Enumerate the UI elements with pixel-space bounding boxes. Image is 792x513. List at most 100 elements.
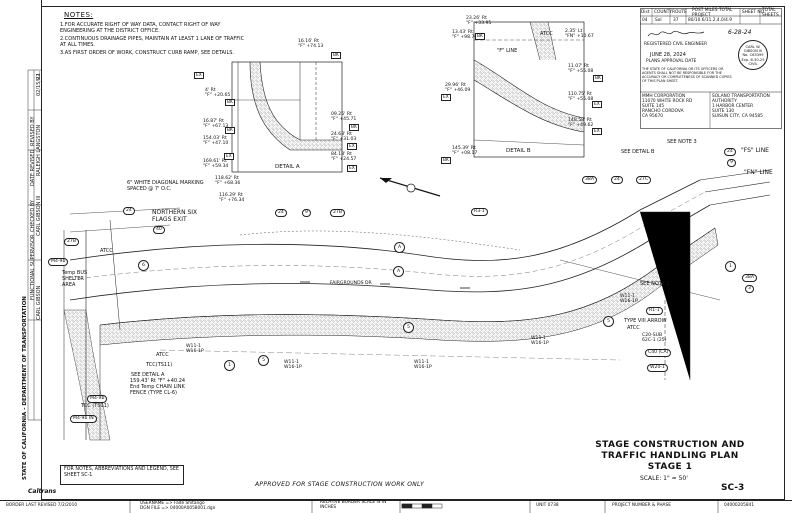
w11-1-sign: W11-1 W16-1P (284, 360, 302, 371)
engineer-signature (647, 30, 705, 37)
station-callout: 24.63' Rt "F" +31.03 (331, 132, 357, 143)
col-county: COUNTY (654, 10, 672, 15)
firm-2-line: SOLANO TRANSPORTATION (712, 94, 770, 99)
item-38a-tag: 38A (742, 274, 757, 282)
item-9-tag: 9 (302, 209, 311, 217)
w11-1-sign: W11-1 W16-1P (186, 344, 204, 355)
station-callout: 13.43' Rt "F" +98.70 (452, 30, 478, 41)
item-9-tag: 9 (727, 159, 736, 167)
col-route: ROUTE (672, 10, 687, 15)
scale-label: SCALE: 1" = 50' (640, 475, 688, 482)
fairgrounds-label: FAIRGROUNDS DR (330, 281, 372, 286)
station-callout: 23.26' Rt "F" +33.95 (466, 16, 492, 27)
bottom-strip: BORDER LAST REVISED 7/2/2010 USERNAME =>… (0, 500, 792, 513)
item-27c-tag: 27C (636, 176, 652, 184)
bk-tag: BK (331, 52, 341, 59)
bk-tag: BK (225, 99, 235, 106)
dgn-file: DGN FILE => 04000A0058001.dgn (140, 506, 216, 511)
bk-tag: BK (349, 124, 359, 131)
note-3: 3.AS FIRST ORDER OF WORK, CONSTRUCT CURB… (60, 50, 234, 56)
seal-line: CIVIL (748, 61, 758, 66)
ex-tag: EX (592, 101, 602, 108)
bottom-strip-grid (129, 501, 719, 513)
station-callout: 169.61' Rt "F" +59.34 (203, 159, 229, 170)
detail-a-marker: A (394, 242, 405, 253)
bk-tag: BK (441, 157, 451, 164)
station-callout: 116.29' Rt "F" +76.34 (219, 193, 245, 204)
title-block: Dist COUNTY ROUTE POST MILES TOTAL PROJE… (640, 8, 782, 158)
detail-a-inset (231, 61, 343, 173)
engineer-signature-date: 6-28-24 (728, 29, 752, 36)
type-viii-arrow-label: TYPE VIII ARROW (624, 318, 667, 324)
item-1-marker: 1 (725, 261, 736, 272)
item-24-tag: 24 (275, 209, 287, 217)
ex-tag: EX (347, 165, 357, 172)
project-number: 04000205841 (724, 503, 755, 508)
northern-six-label: NORTHERN SIX (152, 209, 198, 216)
ex-tag: EX (224, 153, 234, 160)
station-callout: 4' Rt "F" +20.65 (205, 88, 231, 99)
flags-exit-label: FLAGS EXIT (152, 216, 187, 223)
station-callout: 148.58' Rt "F" +49.62 (568, 118, 594, 129)
val-dist: 04 (642, 18, 648, 23)
bk-tag: BK (475, 33, 485, 40)
note-1: 1.FOR ACCURATE RIGHT OF WAY DATA, CONTAC… (60, 22, 221, 34)
firm-1-line: RANCHO CORDOVA (642, 109, 684, 114)
w11-1-sign: W11-1 W16-1P (414, 360, 432, 371)
station-callout: 84.18' Rt "F" +24.57 (331, 152, 357, 163)
bk-tag: BK (593, 75, 603, 82)
station-callout: 110.75' Rt "F" +55.08 (568, 92, 594, 103)
detail-a-marker: A (393, 266, 404, 277)
item-24-tag: 24 (123, 207, 135, 215)
item-27b-tag: 27B (64, 238, 79, 246)
item-5-marker: 5 (603, 316, 614, 327)
item-3-tag: 3 (745, 285, 754, 293)
plans-approval-label: PLANS APPROVAL DATE (646, 59, 697, 64)
detail-a-label: DETAIL A (275, 164, 300, 170)
station-callout: 118.62' Rt "F" +68.36 (215, 176, 241, 187)
item-24-tag: 24 (724, 148, 736, 156)
m4-9b-sign: M4-9b (87, 395, 108, 403)
val-post-miles: 80/10.6/11.2,4.0/4.9 (688, 18, 732, 23)
firm-1-line: MMH CORPORATION (642, 94, 686, 99)
engineer-seal: CARL W. GIBSON III No. C63399 Exp. 6-30-… (738, 40, 768, 70)
strip-grid (27, 69, 41, 421)
plans-approval-date: JUNE 28, 2024 (650, 52, 686, 58)
r1-1-sign: R1-1 (646, 307, 663, 315)
ex-tag: EX (347, 143, 357, 150)
item-40-tag: 40 (153, 226, 165, 234)
atcc-label: ATCC (627, 325, 640, 331)
seal-line: GIBSON III (743, 49, 763, 54)
c40-sign: C40 (CA) (645, 349, 672, 357)
unit-number: UNIT 0738 (536, 503, 559, 508)
fs-line-label: "FS" LINE (741, 147, 769, 154)
station-callout: 154.03' Rt "F" +47.10 (203, 136, 229, 147)
detail-b-label: DETAIL B (506, 148, 531, 154)
item-1-marker: 1 (224, 360, 235, 371)
m4-9b-in-sign: M4-9b IN (70, 415, 97, 423)
firm-1-line: SUITE 145 (642, 104, 665, 109)
project-phase-label: PROJECT NUMBER & PHASE (612, 503, 671, 508)
tcc-label: TCC (TS11) (81, 403, 109, 409)
item-24-tag: 24 (611, 176, 623, 184)
m4-9b-sign: M4-9b (48, 258, 69, 266)
station-callout: 145.39' Rt "F" +08.17 (452, 146, 478, 157)
w11-1-sign: W11-1 W16-1P (620, 294, 638, 305)
sheet-border (41, 6, 785, 500)
legend-reference-note: FOR NOTES, ABBREVIATIONS AND LEGEND, SEE… (60, 465, 184, 485)
station-callout: 2.35' Lt "FN" +10.67 (565, 29, 594, 40)
item-6-marker: 6 (138, 260, 149, 271)
title-line-2: TRAFFIC HANDLING PLAN (601, 451, 739, 461)
username: USERNAME => Fade Shitango (140, 501, 205, 506)
station-callout: 11.07' Rt "F" +55.08 (568, 64, 594, 75)
fn-line-label: "FN" LINE (744, 169, 773, 176)
relative-scale-note: RELATIVE BORDER SCALE IS IN INCHES (320, 500, 387, 510)
item-5-marker: 5 (258, 355, 269, 366)
atcc-label: ATCC (100, 248, 113, 254)
station-callout: 29.96' Rt "F" +46.09 (445, 83, 471, 94)
north-arrow (379, 177, 441, 197)
bk-tag: BK (225, 127, 235, 134)
scan-disclaimer: THE STATE OF CALIFORNIA OR ITS OFFICERS … (642, 67, 732, 83)
firm-1-line: CA 95670 (642, 114, 663, 119)
